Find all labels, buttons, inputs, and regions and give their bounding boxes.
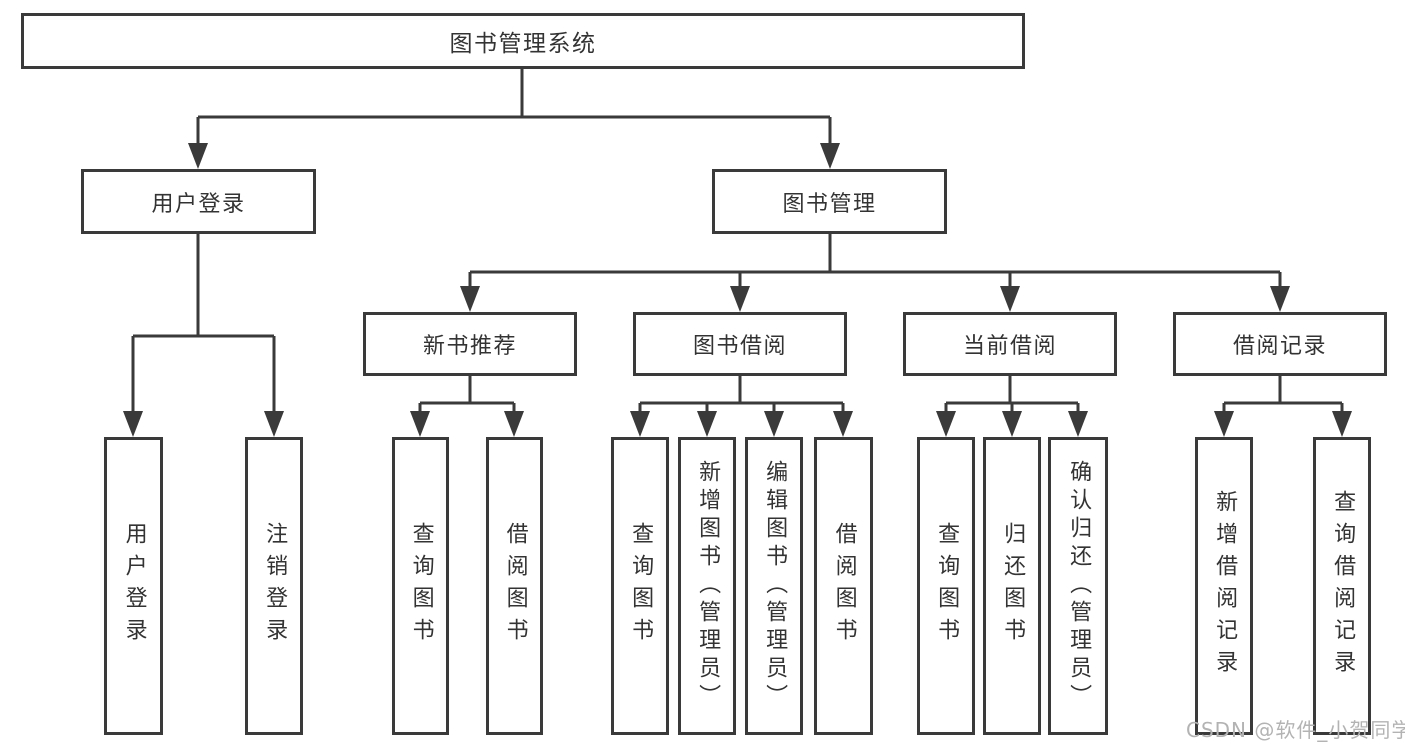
leaf-query-books-recommend: 查询图书 <box>392 437 449 735</box>
node-current-borrowing-label: 当前借阅 <box>962 334 1057 359</box>
leaf-borrow-books-recommend-label: 借阅图书 <box>502 522 528 650</box>
leaf-confirm-return-admin-label: 确认归还（管理员） <box>1066 460 1092 712</box>
node-user-login: 用户登录 <box>81 169 316 234</box>
node-root-label: 图书管理系统 <box>449 31 597 57</box>
leaf-add-books-admin: 新增图书（管理员） <box>678 437 736 735</box>
node-book-borrowing-label: 图书借阅 <box>692 334 787 359</box>
leaf-add-borrow-record-label: 新增借阅记录 <box>1212 490 1238 682</box>
node-book-management: 图书管理 <box>712 169 947 234</box>
node-borrowing-records-label: 借阅记录 <box>1232 334 1327 359</box>
node-current-borrowing: 当前借阅 <box>903 312 1117 376</box>
leaf-query-books-current: 查询图书 <box>917 437 975 735</box>
leaf-edit-books-admin: 编辑图书（管理员） <box>745 437 803 735</box>
leaf-query-books-borrowing-label: 查询图书 <box>628 522 654 650</box>
leaf-add-books-admin-label: 新增图书（管理员） <box>695 460 721 712</box>
watermark: CSDN @软件_小贺同学 <box>1186 718 1405 742</box>
node-root: 图书管理系统 <box>21 13 1025 69</box>
leaf-user-login-label: 用户登录 <box>121 522 147 650</box>
connector-paths <box>131 69 1344 415</box>
leaf-borrow-books-recommend: 借阅图书 <box>486 437 543 735</box>
node-borrowing-records: 借阅记录 <box>1173 312 1387 376</box>
leaf-query-borrow-record-label: 查询借阅记录 <box>1330 490 1356 682</box>
leaf-add-borrow-record: 新增借阅记录 <box>1195 437 1253 735</box>
leaf-borrow-books-borrowing: 借阅图书 <box>814 437 873 735</box>
leaf-query-books-borrowing: 查询图书 <box>611 437 669 735</box>
leaf-query-books-current-label: 查询图书 <box>934 522 960 650</box>
node-user-login-label: 用户登录 <box>151 191 246 217</box>
leaf-user-login: 用户登录 <box>104 437 163 735</box>
leaf-edit-books-admin-label: 编辑图书（管理员） <box>762 460 788 712</box>
node-book-management-label: 图书管理 <box>782 191 877 217</box>
arrowheads <box>123 143 1352 437</box>
leaf-borrow-books-borrowing-label: 借阅图书 <box>831 522 857 650</box>
leaf-logout-label: 注销登录 <box>262 522 288 650</box>
leaf-confirm-return-admin: 确认归还（管理员） <box>1048 437 1108 735</box>
node-new-book-recommendation-label: 新书推荐 <box>422 334 517 359</box>
leaf-query-books-recommend-label: 查询图书 <box>408 522 434 650</box>
leaf-query-borrow-record: 查询借阅记录 <box>1313 437 1371 735</box>
leaf-return-books: 归还图书 <box>983 437 1041 735</box>
leaf-return-books-label: 归还图书 <box>1000 522 1026 650</box>
node-book-borrowing: 图书借阅 <box>633 312 847 376</box>
node-new-book-recommendation: 新书推荐 <box>363 312 577 376</box>
leaf-logout: 注销登录 <box>245 437 303 735</box>
